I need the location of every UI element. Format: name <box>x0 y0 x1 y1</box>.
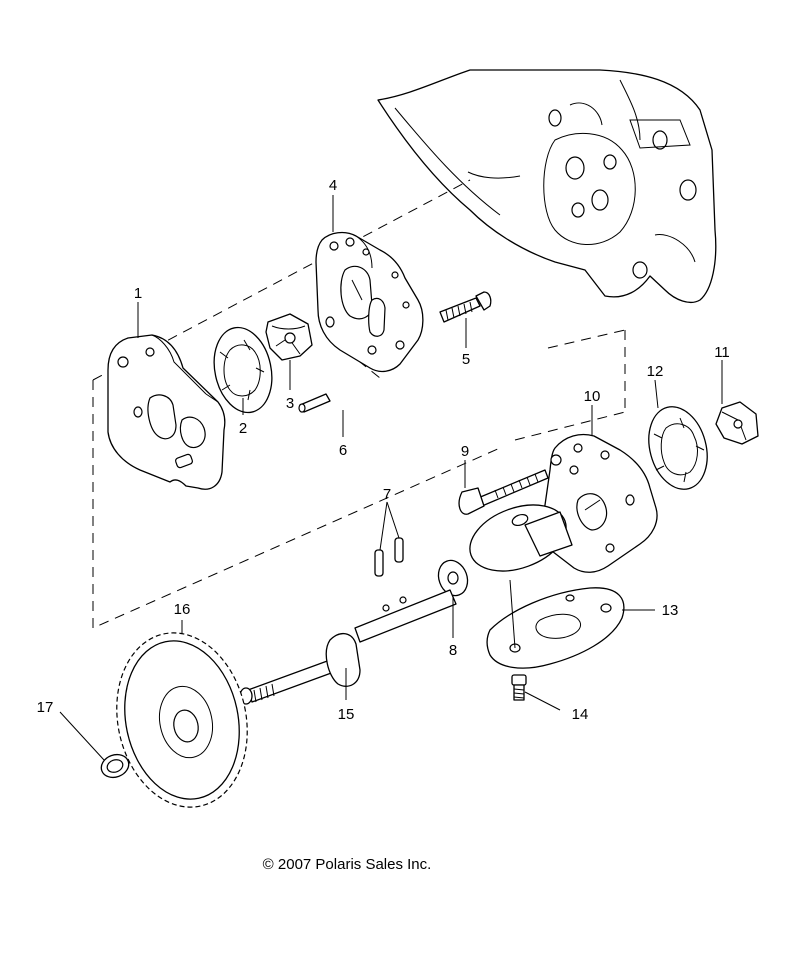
pickup-housing <box>469 504 573 572</box>
shaft-part-15 <box>239 589 457 705</box>
screw-part-14 <box>511 674 527 701</box>
callout-7: 7 <box>383 486 391 503</box>
crankcase-housing <box>377 69 717 304</box>
callout-4: 4 <box>329 177 337 194</box>
callout-labels: 1 2 3 4 5 6 7 8 9 10 11 12 13 14 15 16 1… <box>37 177 730 723</box>
pump-cover-part-10 <box>540 433 658 573</box>
callout-17: 17 <box>37 699 54 716</box>
inner-rotor-part-3 <box>265 313 313 361</box>
pump-plate-part-1 <box>107 334 226 490</box>
callout-9: 9 <box>461 443 469 460</box>
dowel-pin-part-6 <box>298 393 331 413</box>
callout-10: 10 <box>584 388 601 405</box>
outer-rotor-part-2 <box>213 326 273 414</box>
callout-14: 14 <box>572 706 589 723</box>
bolt-part-9 <box>458 469 549 515</box>
callout-15: 15 <box>338 706 355 723</box>
inner-rotor-part-11 <box>715 401 759 445</box>
callout-3: 3 <box>286 395 294 412</box>
callout-6: 6 <box>339 442 347 459</box>
pump-body-part-4 <box>315 231 424 373</box>
callout-1: 1 <box>134 285 142 302</box>
callout-13: 13 <box>662 602 679 619</box>
callout-11: 11 <box>714 344 730 361</box>
pins-part-7 <box>374 537 404 577</box>
callout-2: 2 <box>239 420 247 437</box>
ring-part-17 <box>100 753 130 779</box>
copyright-notice: © 2007 Polaris Sales Inc. <box>263 856 432 873</box>
callout-16: 16 <box>174 601 191 618</box>
callout-8: 8 <box>449 642 457 659</box>
screw-part-5 <box>439 291 492 323</box>
callout-5: 5 <box>462 351 470 368</box>
outer-rotor-part-12 <box>648 406 708 490</box>
leader-lines <box>59 195 723 761</box>
gear-part-16 <box>116 632 248 808</box>
callout-12: 12 <box>647 363 664 380</box>
washer-part-8 <box>437 559 469 597</box>
gasket-part-13 <box>486 587 625 669</box>
